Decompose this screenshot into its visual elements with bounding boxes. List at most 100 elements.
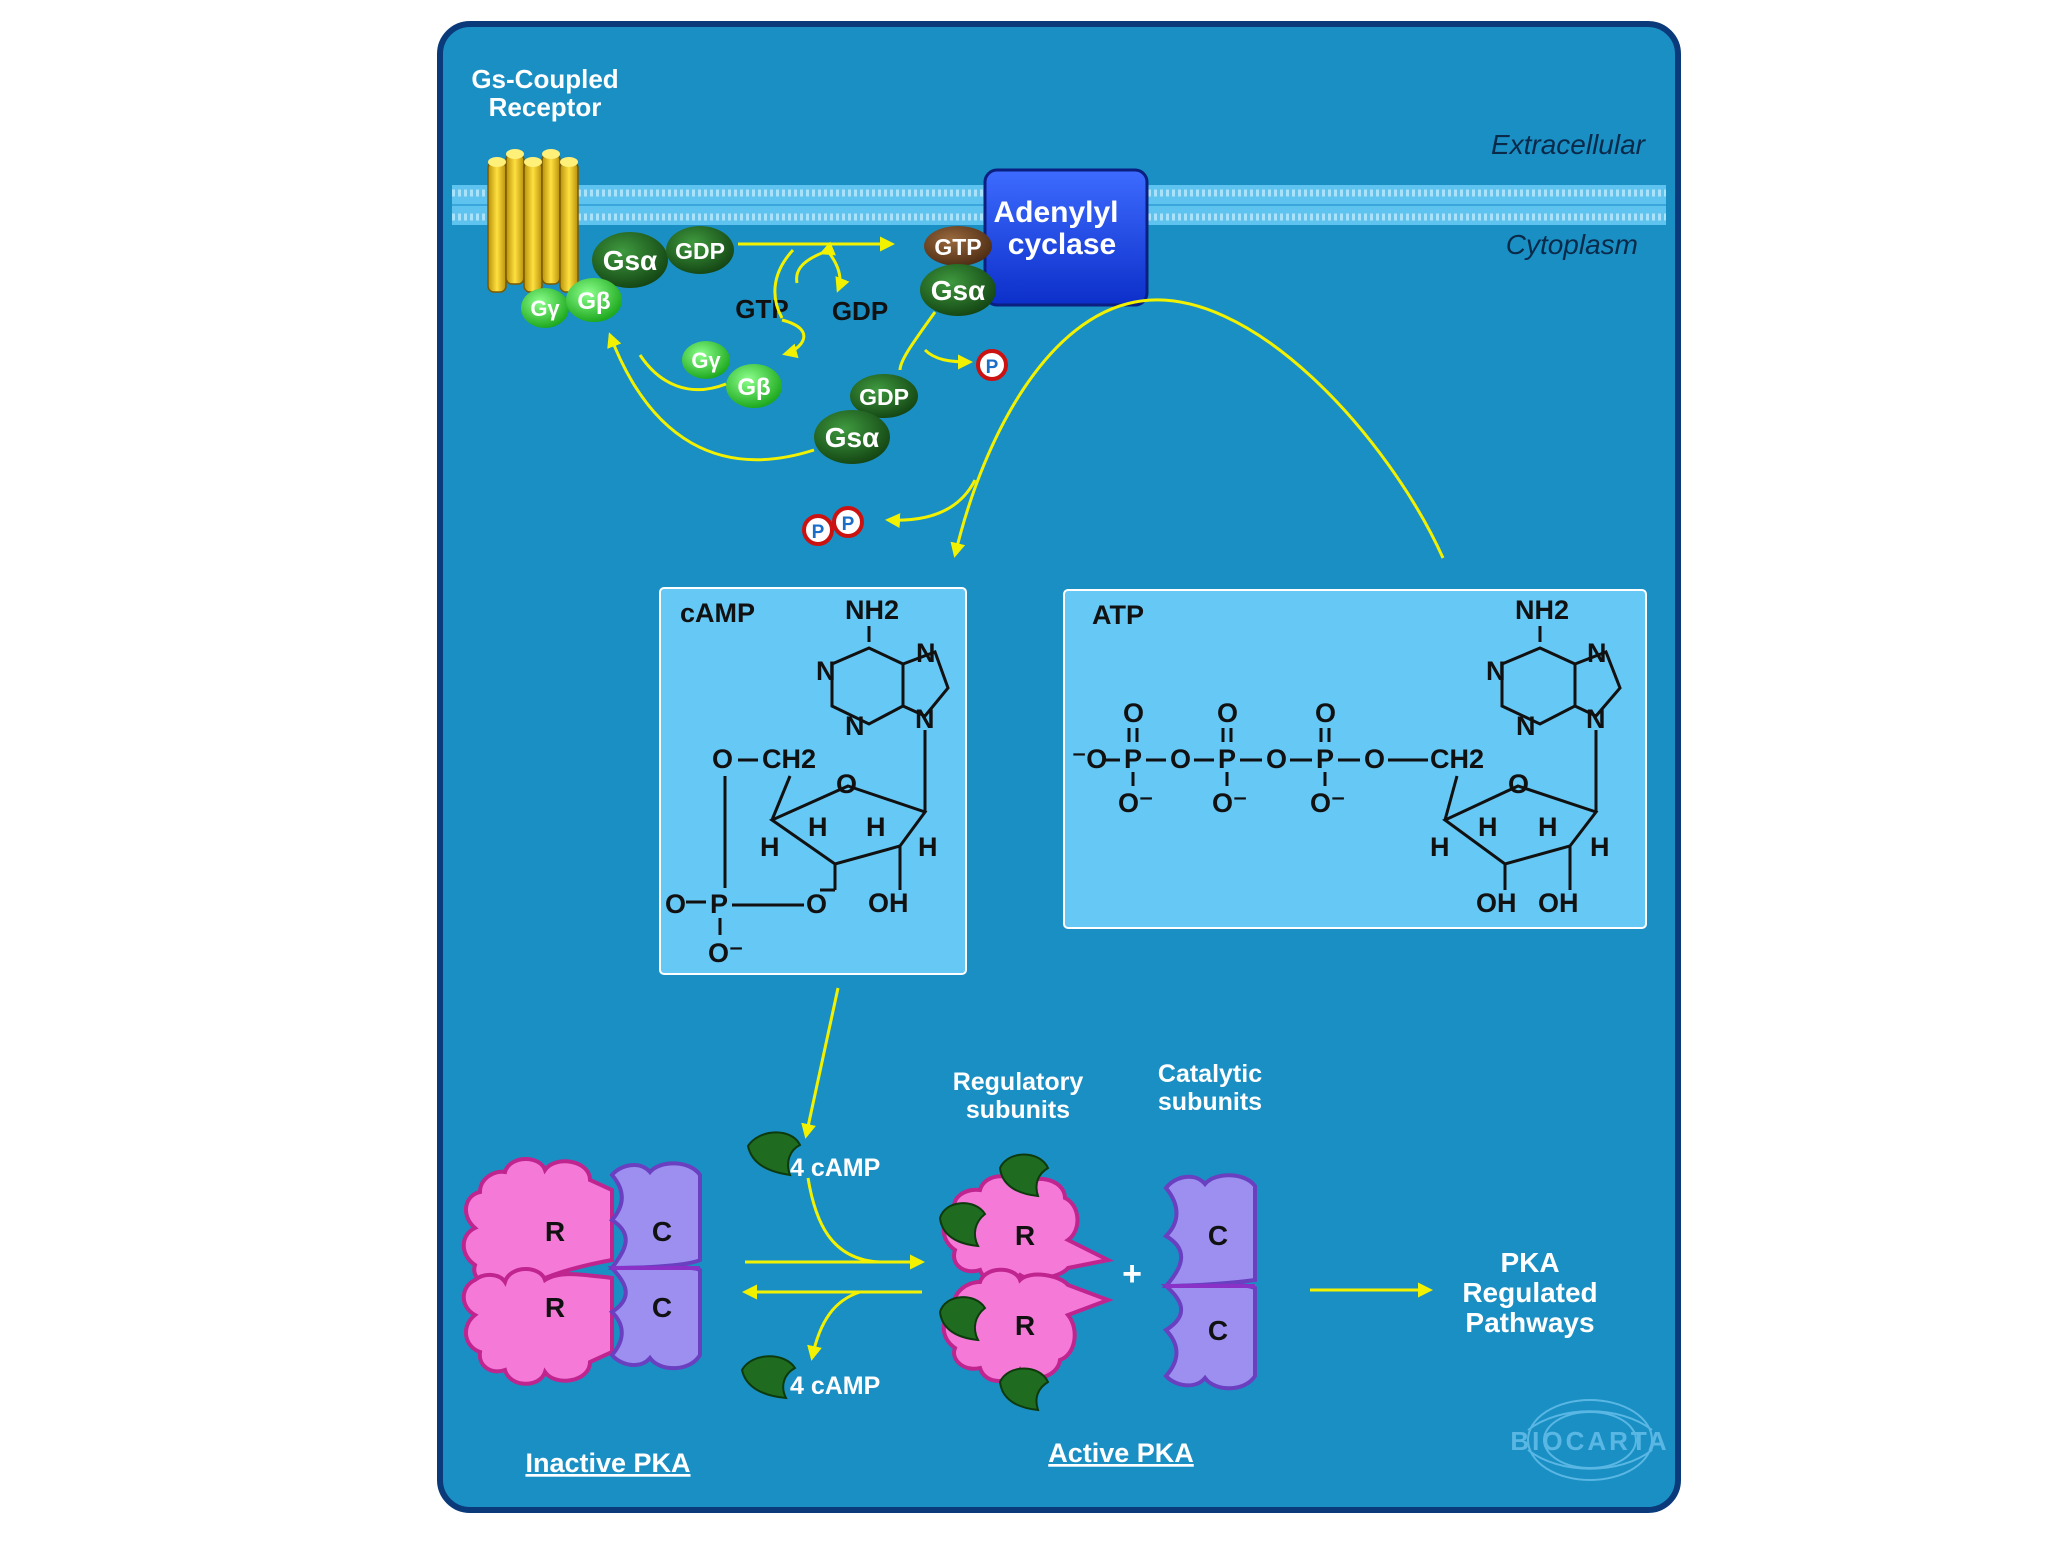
four-camp-top-label: 4 cAMP [790,1154,880,1182]
svg-text:P: P [842,514,855,535]
svg-text:P: P [1218,744,1236,774]
active-pka-catalytic: C C [1160,1173,1257,1391]
active-r-bottom: R [1015,1310,1035,1341]
gdp-bound-receptor [666,226,734,274]
pka-pathways-line2: Regulated [1462,1277,1597,1308]
svg-text:O: O [1217,698,1238,728]
regulatory-label-line1: Regulatory [953,1068,1084,1096]
g-beta-subunit-2 [726,364,782,408]
receptor-label-line2: Receptor [489,92,602,122]
svg-text:H: H [760,832,780,862]
svg-text:O: O [836,769,857,799]
gdp-label-2: GDP [859,384,909,410]
biocarta-logo: BIOCARTA [1510,1399,1669,1481]
gs-coupled-receptor [487,149,579,293]
gsa-label-1: Gsα [603,245,658,276]
equilibrium-arrows [742,1177,925,1361]
svg-text:O: O [712,744,733,774]
receptor-label-line1: Gs-Coupled [471,64,618,94]
pka-pathways-line1: PKA [1500,1247,1559,1278]
camp-molecule-bottom [740,1355,797,1400]
svg-text:O: O [1123,698,1144,728]
svg-text:O: O [806,889,827,919]
inactive-r-top: R [545,1216,565,1247]
pyrophosphate: P P [802,506,864,546]
svg-text:P: P [1124,744,1142,774]
inactive-pka-label: Inactive PKA [525,1448,690,1478]
svg-text:N: N [845,711,865,741]
svg-text:P: P [812,522,825,543]
svg-text:⁻O: ⁻O [1072,744,1107,774]
g-protein-heterotrimer: Gsα GDP Gγ Gβ [521,226,734,328]
svg-text:OH: OH [1538,888,1579,918]
gsa-subunit-inactive [814,410,890,464]
catalytic-label-line2: subunits [1158,1088,1262,1116]
atp-to-camp-arc [950,298,1445,559]
svg-text:O⁻: O⁻ [1118,788,1153,818]
inactive-pka-complex: R R C C [461,1157,702,1386]
adenylyl-label-line2: cyclase [1008,228,1116,261]
gg-label-1: Gγ [530,296,560,321]
pathway-arrows-gprotein [607,236,973,462]
gsa-subunit-active [920,264,996,316]
gb-label-2: Gβ [737,374,770,401]
svg-text:H: H [918,832,938,862]
svg-text:O: O [665,889,686,919]
active-c-top: C [1208,1220,1228,1251]
camp-molecule-top [746,1131,802,1177]
svg-text:OH: OH [868,888,909,918]
svg-text:O: O [1170,744,1191,774]
gtp-free-label: GTP [735,294,788,324]
active-pka-label: Active PKA [1048,1438,1194,1468]
regulatory-label-line2: subunits [966,1096,1070,1124]
atp-title: ATP [1092,600,1144,630]
svg-text:O⁻: O⁻ [1310,788,1345,818]
active-c-bottom: C [1208,1315,1228,1346]
svg-text:N: N [1587,638,1607,668]
adenylyl-label-line1: Adenylyl [993,196,1118,229]
phosphate-single: P [976,349,1008,381]
svg-text:O: O [1364,744,1385,774]
svg-text:OH: OH [1476,888,1517,918]
svg-text:O⁻: O⁻ [1212,788,1247,818]
svg-text:O: O [1508,769,1529,799]
svg-text:O: O [1266,744,1287,774]
g-beta-subunit-1 [566,278,622,322]
inactive-r-bottom: R [545,1292,565,1323]
pka-pathways-line3: Pathways [1465,1307,1594,1338]
g-gamma-subunit-1 [521,288,569,328]
svg-text:N: N [915,704,935,734]
g-gamma-subunit-2 [682,341,730,379]
adenylyl-cyclase: Adenylyl cyclase [983,168,1149,307]
inactive-c-top: C [652,1216,672,1247]
svg-text:CH2: CH2 [762,744,816,774]
svg-text:H: H [808,812,828,842]
svg-text:O: O [1315,698,1336,728]
camp-to-pka-arrow [801,987,840,1139]
camp-structure-box: cAMP NH2 N N N N O O CH2 H H H H OH O P … [659,587,967,975]
gtp-bound [924,226,992,266]
gsa-label-3: Gsα [825,422,880,453]
catalytic-label-line1: Catalytic [1158,1060,1262,1088]
svg-text:P: P [986,357,999,378]
gdp-free-label: GDP [832,296,888,326]
svg-text:O⁻: O⁻ [708,938,743,968]
active-pka-regulatory: R R [938,1153,1115,1412]
svg-text:H: H [1430,832,1450,862]
gtp-label-bound: GTP [934,234,981,260]
gg-label-2: Gγ [691,348,721,373]
svg-text:N: N [1586,704,1606,734]
svg-text:N: N [916,638,936,668]
inactive-c-bottom: C [652,1292,672,1323]
gsa-subunit-bound [592,232,668,288]
svg-text:N: N [1486,656,1506,686]
plus-sign: + [1122,1255,1142,1293]
svg-text:N: N [816,656,836,686]
gdp-label-1: GDP [675,238,725,264]
biocarta-wordmark: BIOCARTA [1510,1426,1669,1456]
four-camp-bottom-label: 4 cAMP [790,1372,880,1400]
extracellular-label: Extracellular [1491,129,1647,160]
svg-text:H: H [1590,832,1610,862]
